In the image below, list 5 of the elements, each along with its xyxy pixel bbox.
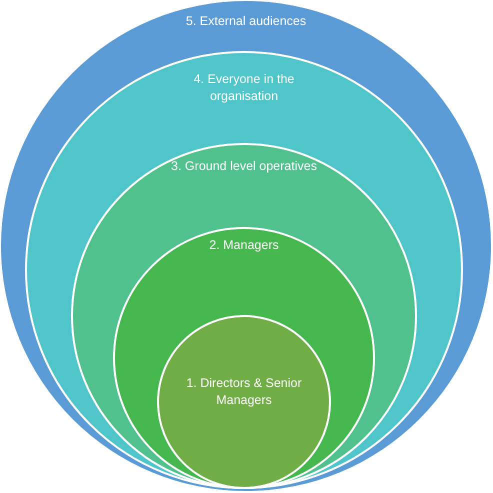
circle-label: 3. Ground level operatives bbox=[170, 158, 318, 175]
circle-label: 4. Everyone in the organisation bbox=[192, 71, 296, 105]
circle-label: 2. Managers bbox=[208, 237, 280, 254]
circle-label: 5. External audiences bbox=[184, 13, 308, 30]
circle-label: 1. Directors & Senior Managers bbox=[185, 375, 303, 409]
